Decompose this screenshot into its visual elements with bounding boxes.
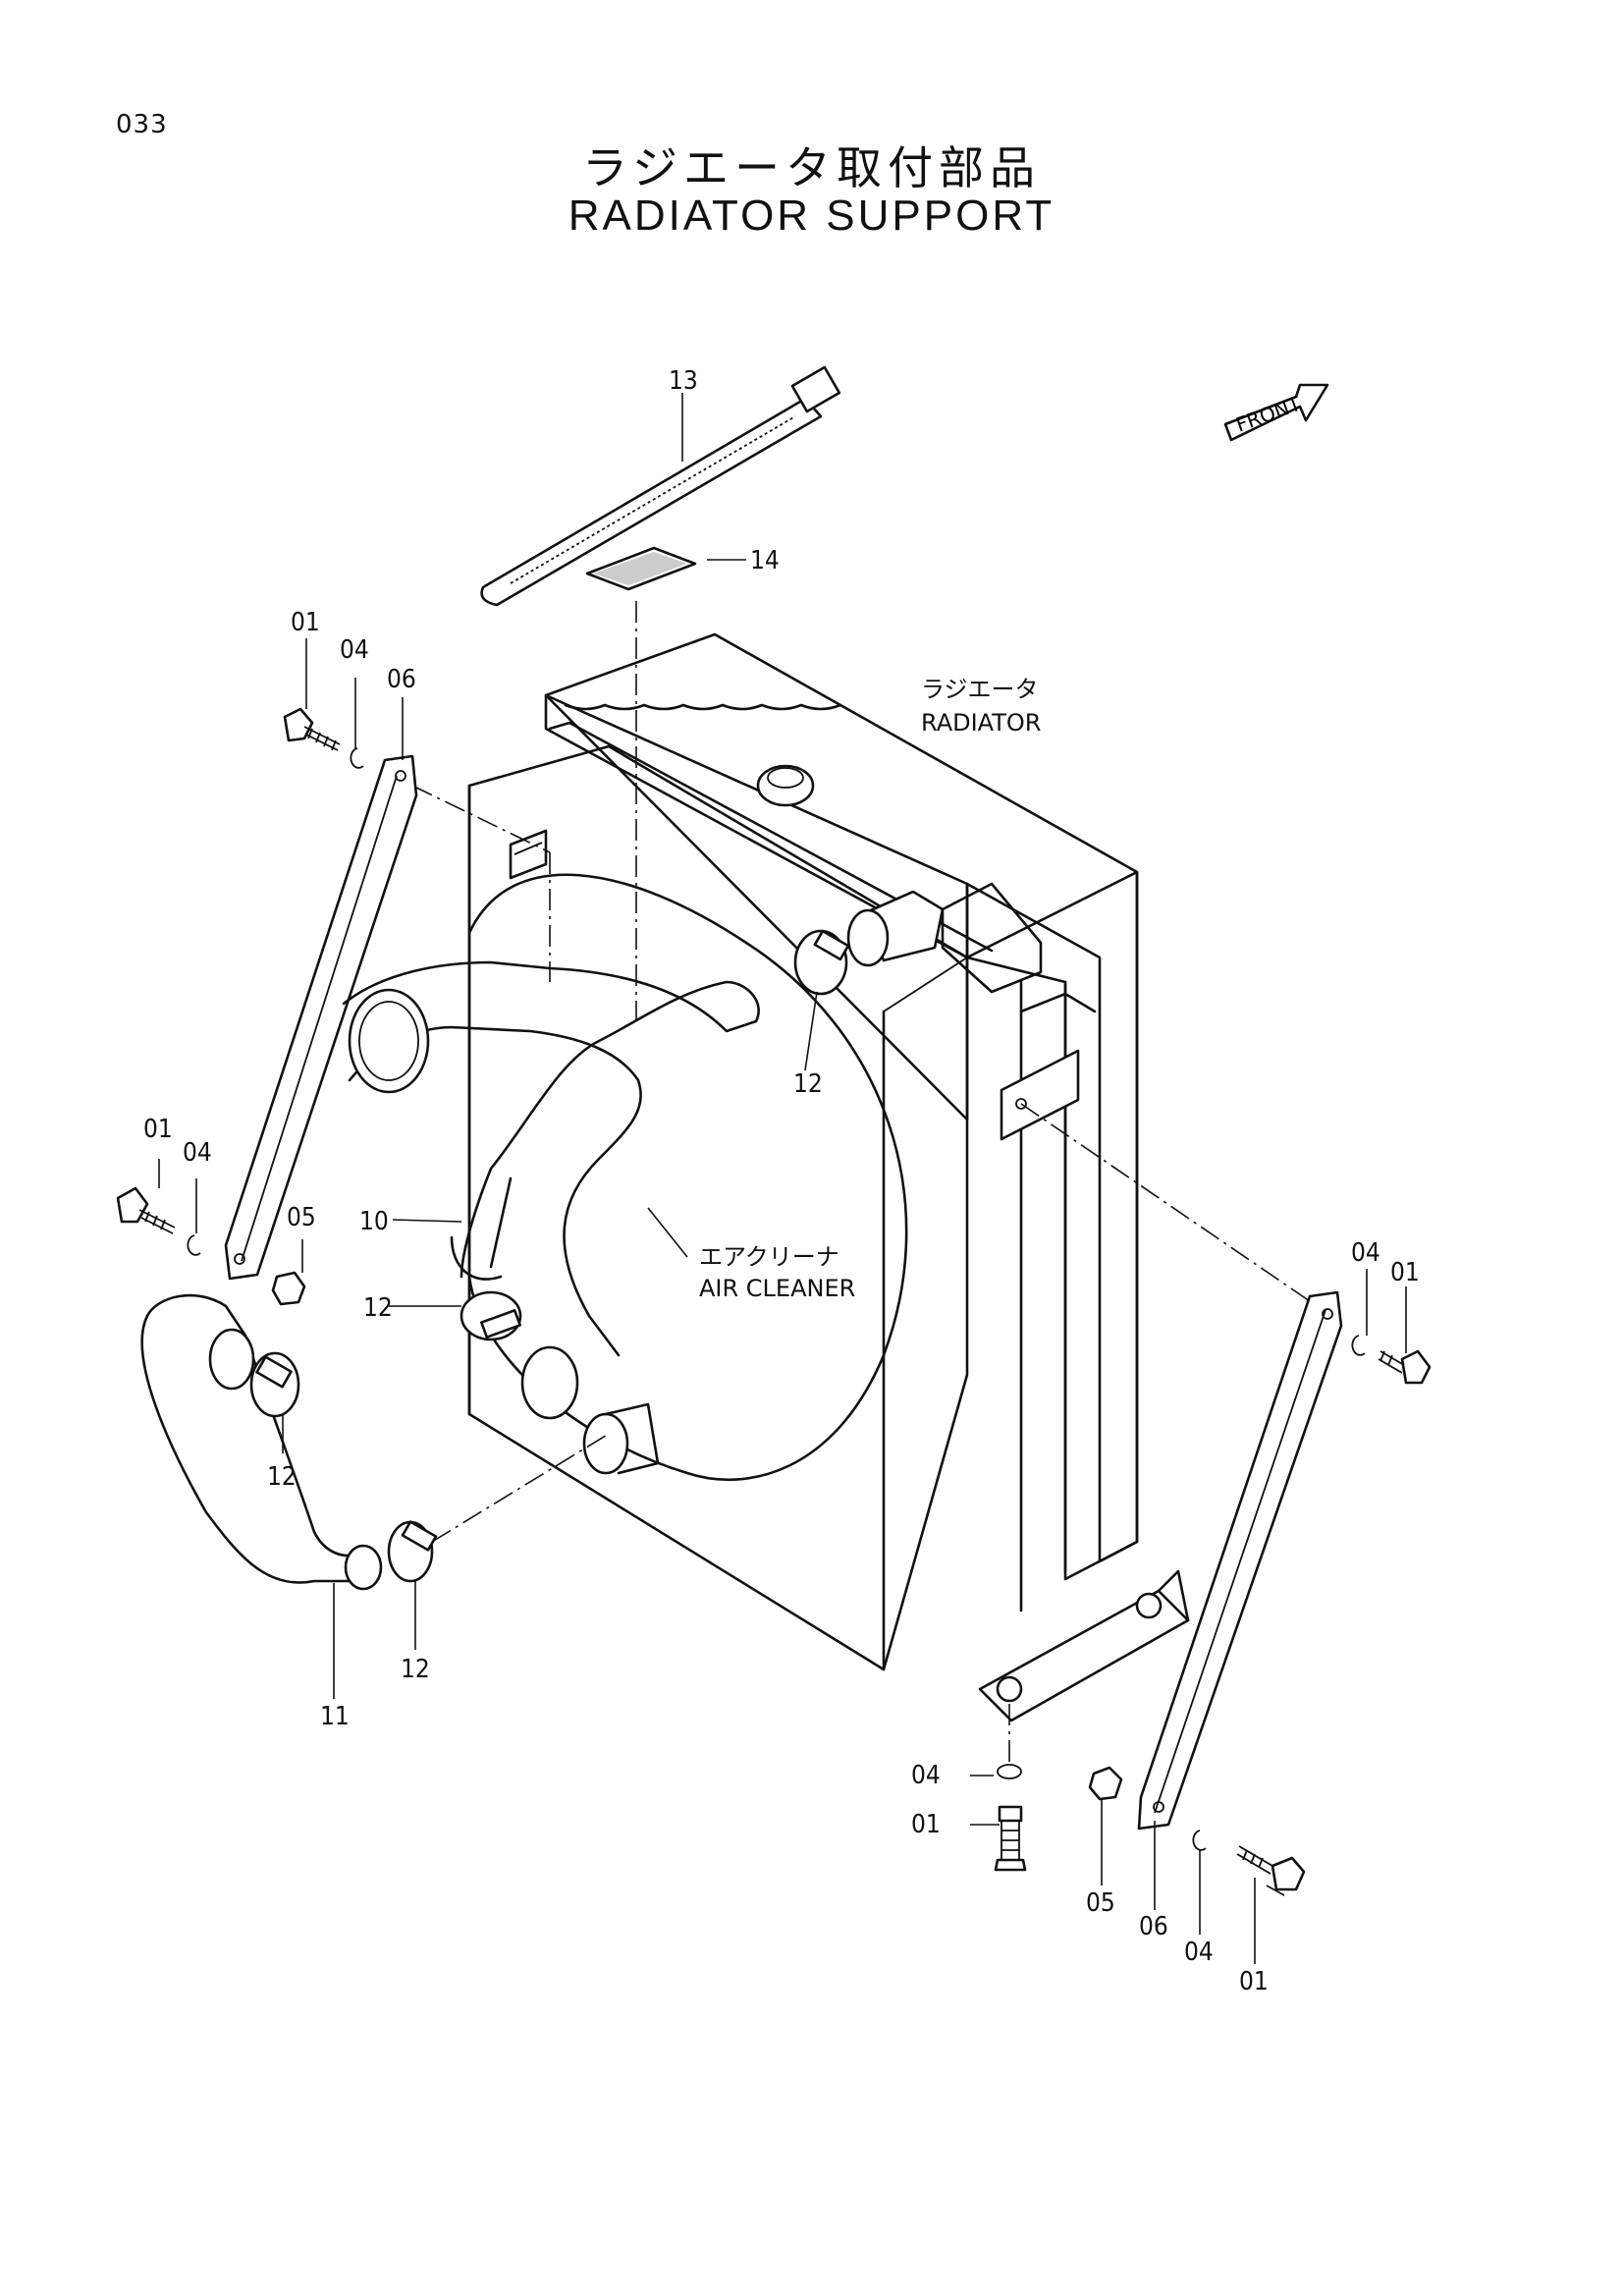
callout-10: 10: [359, 1207, 389, 1236]
radiator-label-en: RADIATOR: [921, 709, 1041, 737]
air-cleaner-label-en: AIR CLEANER: [699, 1275, 855, 1302]
callout-04-bottom-right: 04: [1184, 1938, 1214, 1967]
title-english: RADIATOR SUPPORT: [568, 191, 1055, 240]
callout-06-top-left: 06: [387, 665, 416, 694]
bolts-and-washers: [116, 707, 1432, 1891]
radiator-body: [467, 632, 1190, 1722]
radiator-label-jp: ラジエータ: [921, 676, 1039, 703]
callout-12-upper: 12: [793, 1069, 823, 1099]
title-japanese: ラジエータ取付部品: [581, 141, 1042, 194]
callout-06-bottom-right: 06: [1139, 1912, 1168, 1941]
component-labels: ラジエータ RADIATOR エアクリーナ AIR CLEANER: [699, 676, 1041, 1302]
stay-bar-left-06: [224, 754, 418, 1281]
callout-05-left: 05: [287, 1203, 316, 1232]
callout-01-bottom-right: 01: [1239, 1967, 1269, 1996]
callout-04-mid-left: 04: [183, 1138, 212, 1168]
callout-01-right: 01: [1390, 1258, 1420, 1287]
callout-numbers: 13 14 01 04 06 12 01 04 05 10 12 12 12 1…: [143, 366, 1420, 1996]
callout-12-left: 12: [267, 1462, 297, 1492]
page-number: 033: [116, 110, 168, 139]
callout-12-lower: 12: [401, 1655, 430, 1684]
callout-11: 11: [320, 1702, 350, 1731]
air-cleaner-label-jp: エアクリーナ: [699, 1243, 839, 1271]
callout-04-top-left: 04: [340, 635, 369, 665]
hose-part-10: [342, 960, 760, 1420]
callout-04-bottom: 04: [911, 1761, 941, 1790]
stay-bar-right-06: [1137, 1290, 1343, 1831]
pad-part-14: [585, 546, 697, 591]
leader-lines: [158, 393, 1407, 1964]
callout-01-mid-left: 01: [143, 1115, 173, 1144]
callout-01-bottom: 01: [911, 1810, 941, 1839]
callout-01-top-left: 01: [291, 608, 320, 637]
callout-12-middle: 12: [363, 1293, 393, 1323]
callout-04-right: 04: [1351, 1238, 1380, 1268]
front-label: FRONT: [1233, 392, 1305, 437]
callout-14: 14: [750, 546, 780, 575]
cable-tie-part-13: [480, 365, 841, 607]
hose-clamps-12: [249, 929, 850, 1583]
callout-05-bottom-right: 05: [1086, 1888, 1115, 1918]
hose-part-11: [140, 1293, 383, 1591]
centerlines: [411, 601, 1326, 1896]
callout-13: 13: [669, 366, 698, 396]
front-arrow-icon: FRONT: [1223, 383, 1329, 442]
